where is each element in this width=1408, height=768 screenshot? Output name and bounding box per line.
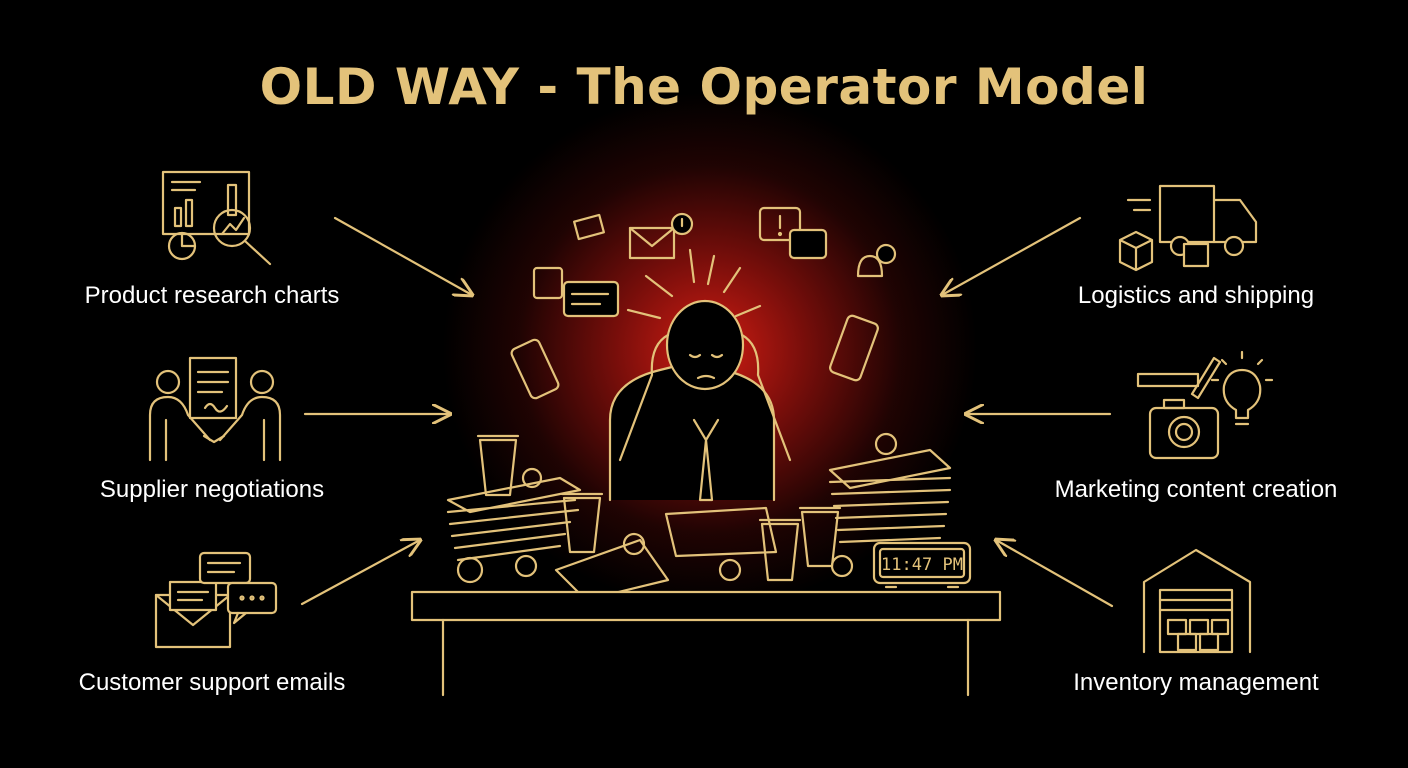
camera-lightbulb-icon (1136, 350, 1274, 460)
notification-icons (510, 206, 897, 400)
phone-icon (829, 314, 879, 382)
alarm-clock: 11:47 PM (872, 541, 972, 589)
chat-alert-icon (758, 206, 802, 242)
coffee-cup-icon (758, 518, 802, 582)
email-chat-icon (154, 551, 278, 649)
label-marketing: Marketing content creation (1054, 476, 1338, 503)
desk (410, 590, 1002, 697)
handshake-icon (148, 356, 282, 462)
arrow-icon (333, 216, 472, 295)
label-inventory: Inventory management (1073, 669, 1319, 696)
warehouse-icon (1142, 548, 1252, 654)
envelope-icon (628, 226, 676, 260)
paper-stacks (446, 432, 952, 602)
arrow-icon (996, 540, 1114, 608)
truck-icon (1118, 184, 1258, 272)
label-logistics: Logistics and shipping (1077, 282, 1315, 309)
coffee-cup-icon (798, 506, 842, 568)
stressed-person (608, 299, 792, 502)
clock-time: 11:47 PM (881, 555, 963, 575)
page-title: OLD WAY - The Operator Model (259, 58, 1149, 116)
coffee-cup-icon (560, 492, 604, 554)
label-product-research: Product research charts (84, 282, 340, 309)
label-customer-support: Customer support emails (78, 669, 346, 696)
chat-alert-icon (532, 266, 564, 300)
arrow-icon (942, 216, 1082, 295)
chart-magnifier-icon (161, 170, 272, 266)
arrow-icon (300, 540, 420, 606)
envelope-icon (573, 213, 605, 241)
bell-icon (856, 254, 884, 278)
coffee-cup-icon (476, 434, 520, 497)
label-supplier-negotiations: Supplier negotiations (99, 476, 325, 503)
arrows (300, 216, 1114, 608)
phone-icon (510, 338, 560, 400)
